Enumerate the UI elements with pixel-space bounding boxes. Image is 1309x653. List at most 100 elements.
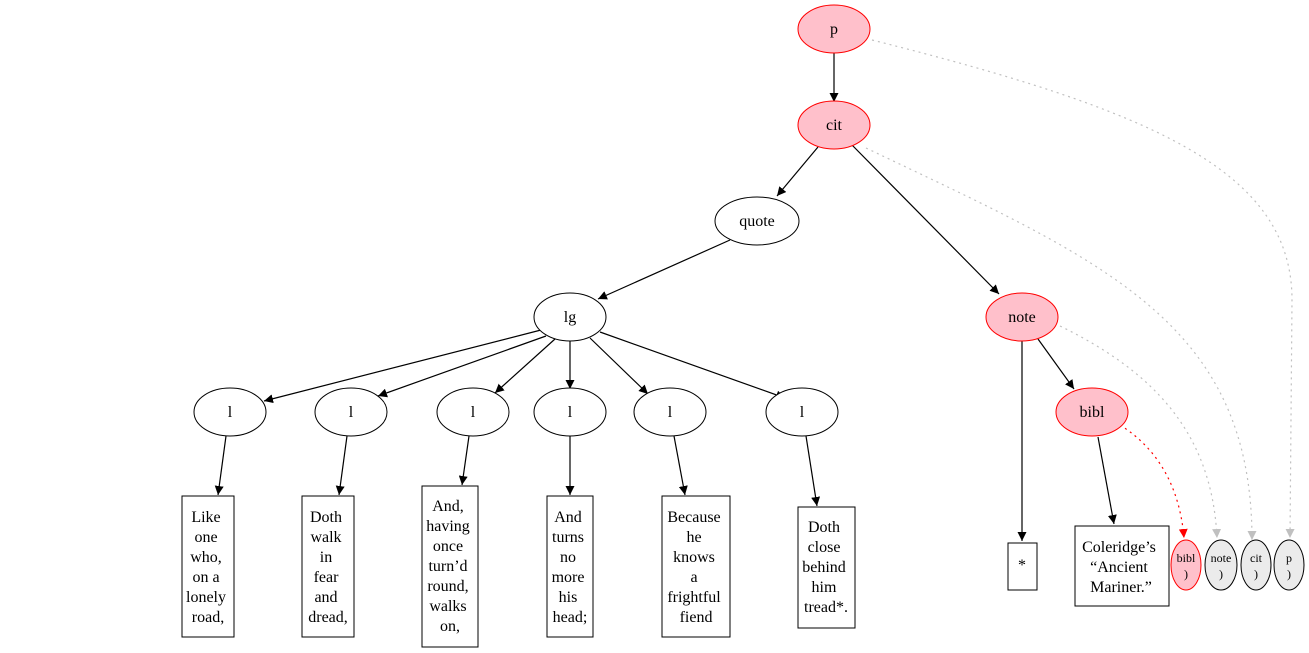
text-line: Coleridge’s [1082, 539, 1156, 556]
text-line: fear [314, 569, 340, 586]
text-line: dread, [308, 609, 348, 626]
node-note: note [985, 292, 1059, 342]
node-l1: l [193, 387, 267, 437]
node-l4-label: l [568, 404, 573, 421]
node-cit-shape [797, 100, 871, 150]
text-box-1: Like one who, on a lonely road, [181, 495, 235, 638]
node-p-label: p [830, 21, 838, 38]
text-box-3-content: And, having once turn’d round, walks on, [426, 498, 474, 635]
edge-cit-note [851, 144, 1000, 295]
node-quote-label: quote [739, 213, 775, 230]
edge-note-close [1059, 325, 1222, 539]
node-l3-shape [436, 387, 510, 437]
closer-bibl-shape [1170, 539, 1202, 591]
text-box-2: Doth walk in fear and dread, [301, 495, 355, 638]
text-line: tread*. [804, 599, 848, 616]
node-p: p [797, 4, 871, 54]
text-line: his [559, 589, 578, 606]
text-line: on, [440, 618, 460, 635]
text-line: frightful [667, 589, 721, 606]
text-line: more [552, 569, 585, 586]
edge-lg-l3 [494, 338, 556, 394]
text-box-8-frame [1074, 525, 1170, 607]
node-note-label: note [1008, 309, 1036, 326]
closer-p: p ) [1273, 539, 1305, 591]
node-l4: l [533, 387, 607, 437]
text-line: having [426, 518, 470, 535]
node-l3: l [436, 387, 510, 437]
text-box-5-frame [661, 495, 731, 638]
text-line: turns [552, 529, 584, 546]
text-box-4: And turns no more his head; [546, 495, 594, 638]
node-l6-label: l [800, 404, 805, 421]
text-line: Mariner.” [1090, 579, 1152, 596]
text-line: one [194, 529, 217, 546]
text-box-8: Coleridge’s “Ancient Mariner.” [1074, 525, 1170, 607]
edge-lg-l2 [377, 335, 547, 398]
node-l6-shape [765, 387, 839, 437]
closer-bibl-label: bibl [1177, 551, 1196, 565]
node-l6: l [765, 387, 839, 437]
node-l2: l [314, 387, 388, 437]
edge-l6-text [805, 435, 821, 507]
node-bibl-shape [1055, 387, 1129, 437]
edge-cit-close [865, 147, 1257, 541]
node-l2-label: l [349, 404, 354, 421]
text-box-6-frame [797, 506, 856, 629]
node-l5: l [633, 387, 707, 437]
text-line: close [808, 539, 841, 556]
edge-lg-l5 [589, 337, 649, 395]
text-line: once [433, 538, 463, 555]
edge-quote-lg [597, 239, 731, 300]
node-note-shape [985, 292, 1059, 342]
text-line: walks [429, 598, 466, 615]
text-box-6-content: Doth close behind him tread*. [802, 519, 850, 616]
text-box-2-frame [301, 495, 355, 638]
text-box-4-content: And turns no more his head; [552, 509, 589, 626]
node-l2-shape [314, 387, 388, 437]
closing-edges [865, 39, 1295, 541]
text-line: And, [432, 498, 464, 515]
text-box-3: And, having once turn’d round, walks on, [421, 485, 479, 648]
text-line: he [686, 529, 701, 546]
closer-cit-label: cit [1250, 551, 1263, 565]
node-l1-label: l [228, 404, 233, 421]
text-line: round, [427, 578, 468, 595]
closer-p-shape [1273, 539, 1305, 591]
closer-cit: cit ) [1240, 539, 1272, 591]
text-line: Because [667, 509, 720, 526]
text-box-2-content: Doth walk in fear and dread, [308, 509, 348, 626]
text-line: head; [553, 609, 588, 626]
text-line: and [314, 589, 337, 606]
text-line: no [560, 549, 576, 566]
text-line: turn’d [428, 558, 467, 575]
closer-note: note ) [1204, 539, 1238, 591]
closer-p-paren: ) [1287, 567, 1291, 581]
node-lg: lg [533, 292, 607, 342]
closer-note-shape [1204, 539, 1238, 591]
text-line: a [690, 569, 697, 586]
text-line: walk [310, 529, 341, 546]
edge-cit-quote [776, 146, 819, 197]
node-cit-label: cit [826, 117, 843, 134]
node-l4-shape [533, 387, 607, 437]
edge-bibl-text [1097, 436, 1117, 525]
edge-lg-l1 [263, 329, 542, 404]
text-line: in [320, 549, 332, 566]
text-line: lonely [186, 589, 226, 606]
closer-bibl-paren: ) [1184, 567, 1188, 581]
edges [214, 53, 1117, 541]
node-quote-shape [714, 196, 800, 246]
text-line: And [554, 509, 582, 526]
text-line: Doth [310, 509, 342, 526]
text-box-7-frame [1007, 542, 1038, 591]
closer-cit-shape [1240, 539, 1272, 591]
node-p-shape [797, 4, 871, 54]
node-bibl-label: bibl [1080, 404, 1105, 421]
text-line: Like [191, 509, 220, 526]
edge-l1-text [214, 435, 227, 496]
text-line: Doth [808, 519, 840, 536]
text-line: “Ancient [1090, 559, 1148, 576]
text-box-6: Doth close behind him tread*. [797, 506, 856, 629]
